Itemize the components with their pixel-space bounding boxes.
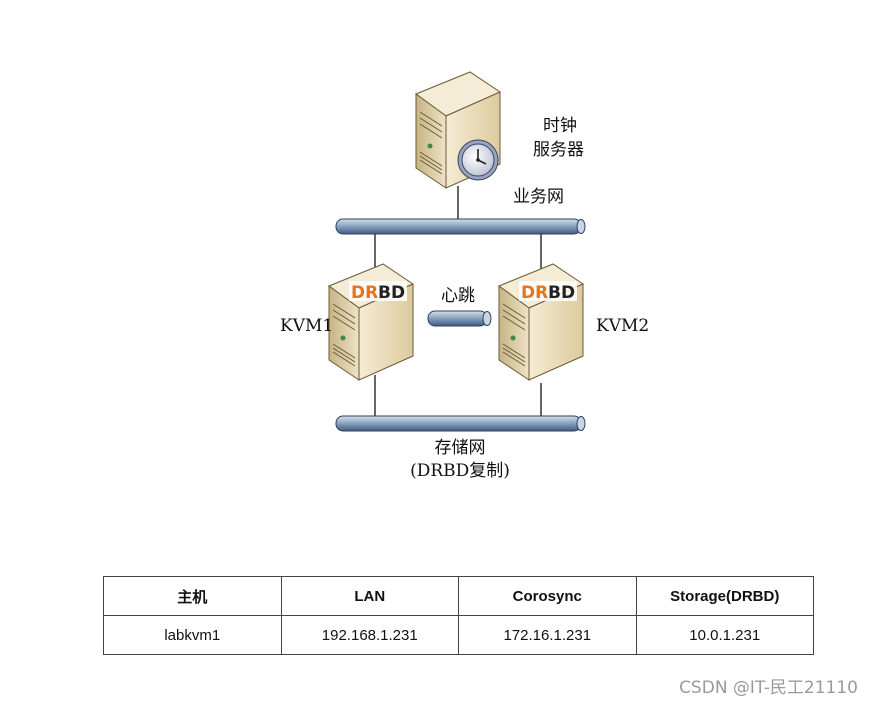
header-host: 主机	[103, 576, 282, 616]
drbd-logo-icon: DR BD	[349, 281, 407, 303]
cell-host: labkvm1	[103, 615, 282, 655]
table-row: labkvm1 192.168.1.231 172.16.1.231 10.0.…	[103, 615, 814, 655]
kvm2-label: KVM2	[596, 316, 650, 336]
host-address-table: 主机 LAN Corosync Storage(DRBD) labkvm1 19…	[103, 576, 814, 655]
header-corosync: Corosync	[458, 576, 637, 616]
drbd-logo-bd: BD	[378, 283, 405, 303]
storage-network-pipe	[335, 415, 586, 432]
clock-server-icon	[414, 71, 502, 189]
drbd-logo-dr: DR	[521, 283, 548, 303]
header-storage: Storage(DRBD)	[635, 576, 814, 616]
heartbeat-pipe	[427, 310, 492, 327]
business-network-pipe	[335, 218, 586, 235]
time-server-label-line1: 时钟	[543, 116, 577, 136]
storage-network-label-line1: 存储网	[434, 438, 486, 458]
network-diagram: DR BD DR BD	[327, 71, 586, 432]
storage-network-label-line2: (DRBD复制)	[410, 461, 510, 481]
time-server-label-line2: 服务器	[533, 140, 584, 160]
header-lan: LAN	[280, 576, 459, 616]
cell-corosync: 172.16.1.231	[458, 615, 637, 655]
kvm1-server: DR BD	[327, 263, 415, 381]
cell-storage: 10.0.1.231	[635, 615, 814, 655]
cell-lan: 192.168.1.231	[280, 615, 459, 655]
clock-icon	[457, 139, 499, 181]
kvm2-server: DR BD	[497, 263, 585, 381]
table-header-row: 主机 LAN Corosync Storage(DRBD)	[103, 576, 814, 616]
drbd-logo-icon: DR BD	[519, 281, 577, 303]
business-network-label: 业务网	[513, 187, 564, 207]
kvm1-label: KVM1	[280, 316, 334, 336]
drbd-logo-bd: BD	[548, 283, 575, 303]
watermark: CSDN @IT-民工21110	[679, 678, 858, 698]
drbd-logo-dr: DR	[351, 283, 378, 303]
heartbeat-label: 心跳	[441, 286, 475, 306]
